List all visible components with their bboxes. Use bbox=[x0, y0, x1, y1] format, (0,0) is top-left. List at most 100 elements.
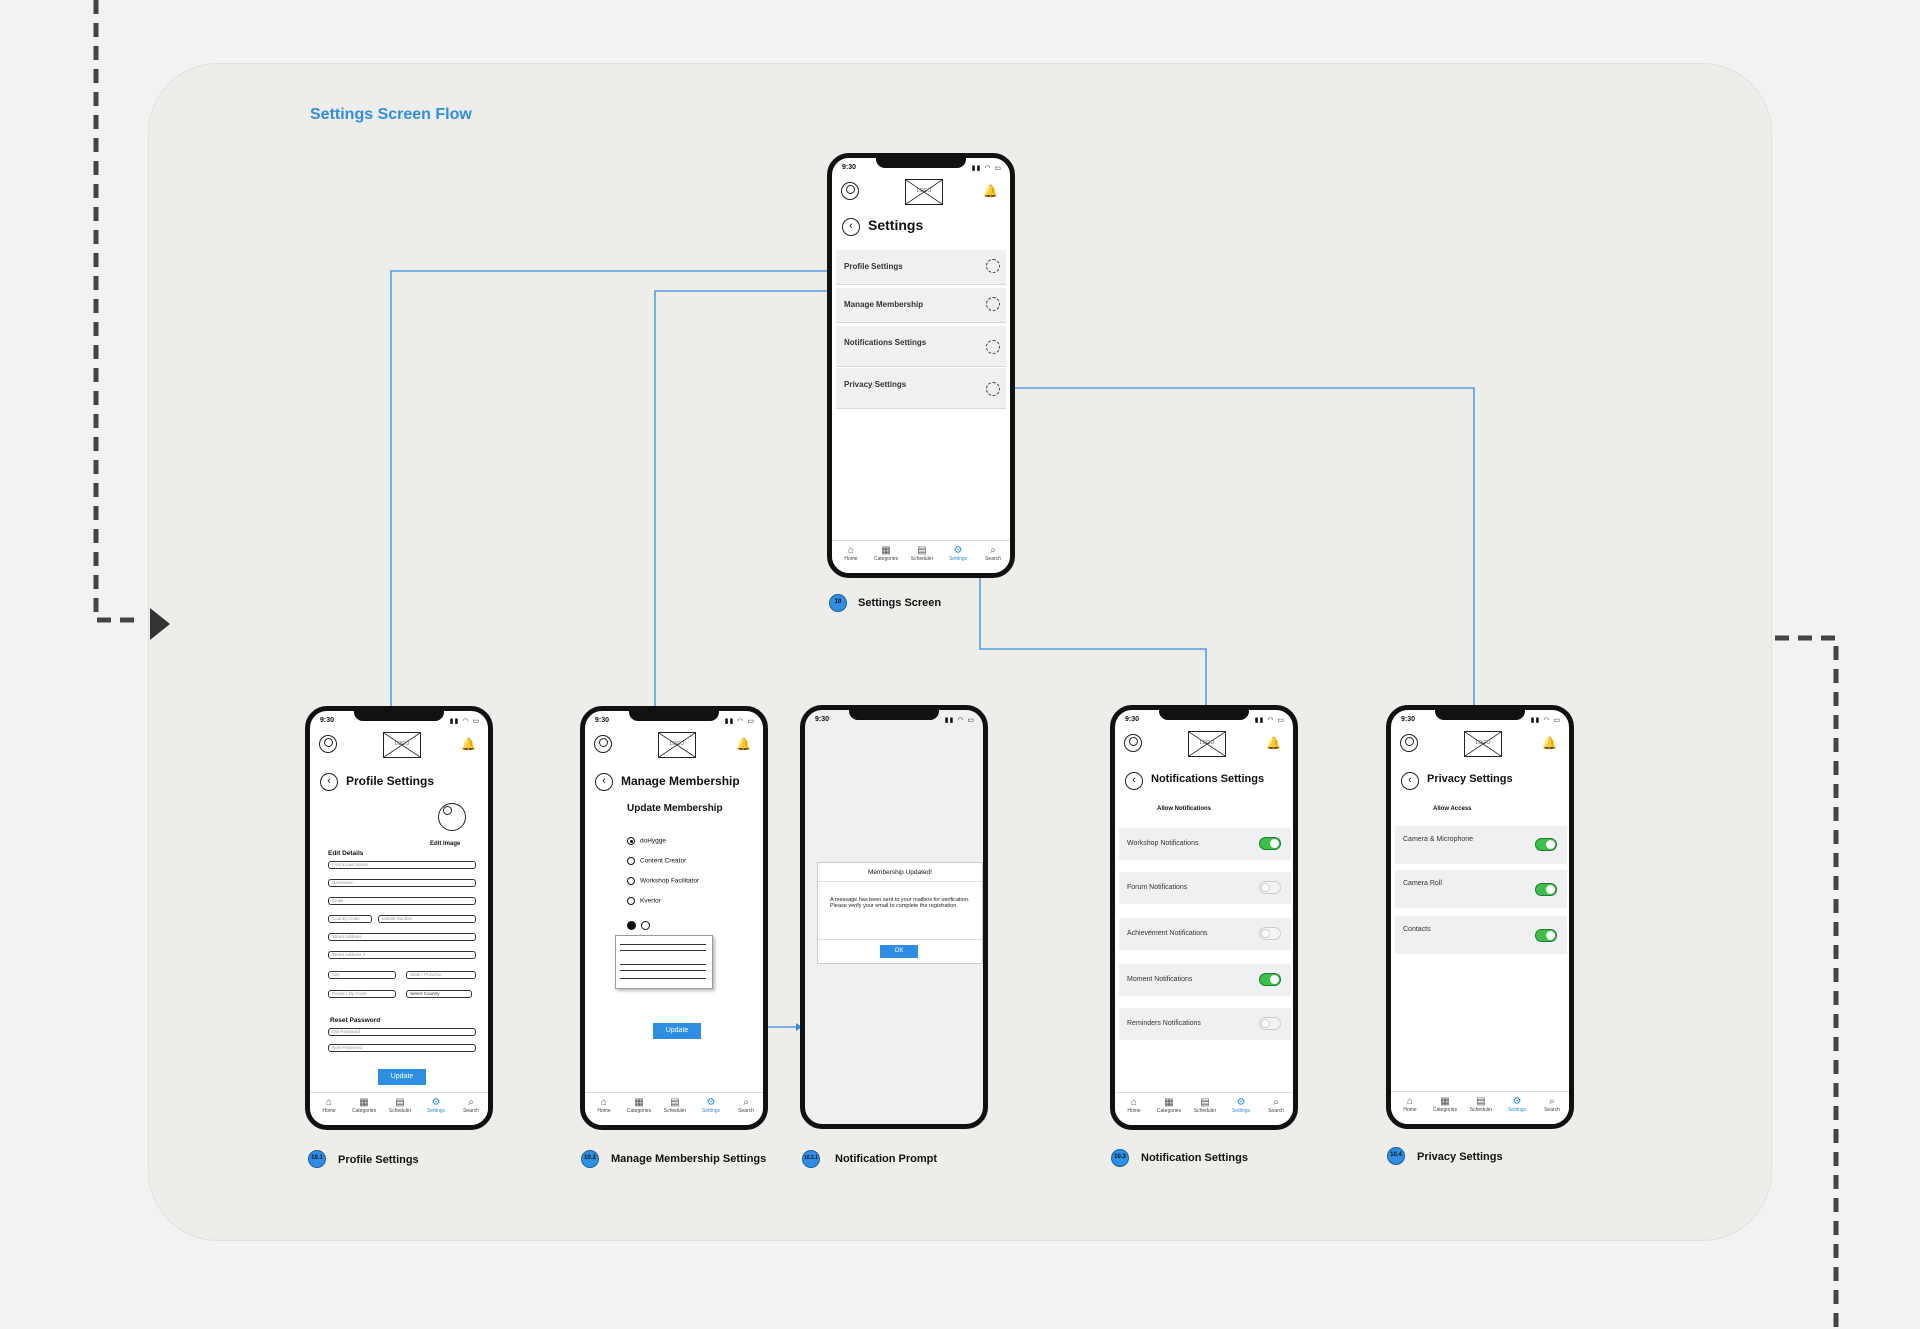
tab-search[interactable]: ⌕Search bbox=[1535, 1096, 1569, 1113]
tab-home[interactable]: ⌂Home bbox=[834, 545, 868, 562]
logo-text: LOGO bbox=[394, 741, 410, 747]
toggle-switch[interactable] bbox=[1259, 973, 1281, 986]
bell-icon[interactable]: 🔔 bbox=[461, 737, 476, 751]
logo-placeholder: LOGO bbox=[905, 179, 943, 205]
tab-scheduler[interactable]: ▤Scheduler bbox=[1464, 1096, 1498, 1113]
settings-row-privacy[interactable]: Privacy Settings bbox=[836, 368, 1006, 409]
back-icon[interactable]: ‹ bbox=[320, 773, 338, 791]
country-code-field[interactable]: Country Code bbox=[328, 915, 372, 923]
toggle-switch[interactable] bbox=[1535, 883, 1557, 896]
avatar-icon[interactable] bbox=[594, 735, 612, 753]
city-field[interactable]: City bbox=[328, 971, 396, 979]
toggle-row-camera-microphone: Camera & Microphone bbox=[1395, 826, 1567, 864]
tab-label: Search bbox=[463, 1108, 479, 1114]
dialog-divider bbox=[818, 881, 982, 882]
tooltip-line bbox=[620, 964, 706, 965]
bell-icon[interactable]: 🔔 bbox=[736, 737, 751, 751]
name-field[interactable]: First & Last Name bbox=[328, 861, 476, 869]
tab-search[interactable]: ⌕Search bbox=[1259, 1097, 1293, 1114]
tab-categories[interactable]: ▦Categories bbox=[347, 1097, 381, 1114]
status-time: 9:30 bbox=[595, 717, 610, 724]
email-field[interactable]: Email bbox=[328, 897, 476, 905]
old-password-field[interactable]: Old Password bbox=[328, 1028, 476, 1036]
toggle-switch[interactable] bbox=[1535, 929, 1557, 942]
tab-categories[interactable]: ▦Categories bbox=[1428, 1096, 1462, 1113]
tab-home[interactable]: ⌂Home bbox=[1393, 1096, 1427, 1113]
avatar-icon[interactable] bbox=[1400, 734, 1418, 752]
ok-button[interactable]: OK bbox=[880, 945, 918, 958]
placeholder: Street Address 2 bbox=[332, 952, 366, 957]
edit-details-label: Edit Details bbox=[328, 850, 364, 857]
country-select[interactable]: Select Country bbox=[406, 990, 472, 998]
tab-label: Search bbox=[1544, 1107, 1560, 1113]
settings-row-membership[interactable]: Manage Membership bbox=[836, 288, 1006, 323]
radio-option-2[interactable]: Workshop Facilitator bbox=[627, 877, 699, 885]
option-label: Content Creator bbox=[640, 857, 687, 865]
help-icon[interactable] bbox=[641, 921, 650, 930]
tab-categories[interactable]: ▦Categories bbox=[1152, 1097, 1186, 1114]
radio-option-0[interactable]: doHygge bbox=[627, 837, 666, 845]
tab-settings[interactable]: ⚙Settings bbox=[694, 1097, 728, 1114]
settings-row-notifications[interactable]: Notifications Settings bbox=[836, 326, 1006, 367]
toggle-switch[interactable] bbox=[1259, 927, 1281, 940]
screen-number-badge: 10.4 bbox=[1387, 1147, 1405, 1165]
tab-home[interactable]: ⌂Home bbox=[587, 1097, 621, 1114]
toggle-switch[interactable] bbox=[1259, 837, 1281, 850]
page-title: Notifications Settings bbox=[1151, 773, 1265, 785]
toggle-switch[interactable] bbox=[1259, 881, 1281, 894]
back-icon[interactable]: ‹ bbox=[842, 218, 860, 236]
screen-number-badge: 10.2.1 bbox=[802, 1150, 820, 1168]
avatar-icon[interactable] bbox=[1124, 734, 1142, 752]
tab-search[interactable]: ⌕Search bbox=[454, 1097, 488, 1114]
tab-categories[interactable]: ▦Categories bbox=[622, 1097, 656, 1114]
tab-scheduler[interactable]: ▤Scheduler bbox=[383, 1097, 417, 1114]
new-password-field[interactable]: New Password bbox=[328, 1044, 476, 1052]
radio-option-1[interactable]: Content Creator bbox=[627, 857, 686, 865]
state-field[interactable]: State / Province bbox=[406, 971, 476, 979]
home-icon: ⌂ bbox=[1130, 1097, 1138, 1108]
toggle-switch[interactable] bbox=[1535, 838, 1557, 851]
tab-scheduler[interactable]: ▤Scheduler bbox=[1188, 1097, 1222, 1114]
tab-scheduler[interactable]: ▤Scheduler bbox=[905, 545, 939, 562]
bell-icon[interactable]: 🔔 bbox=[1542, 736, 1557, 750]
street-address-field[interactable]: Street Address bbox=[328, 933, 476, 941]
tab-label: Scheduler bbox=[663, 1108, 687, 1114]
tab-settings[interactable]: ⚙Settings bbox=[1500, 1096, 1534, 1113]
toggle-switch[interactable] bbox=[1259, 1017, 1281, 1030]
gear-icon: ⚙ bbox=[706, 1097, 716, 1108]
tab-settings[interactable]: ⚙Settings bbox=[1224, 1097, 1258, 1114]
zip-field[interactable]: Postal / Zip Code bbox=[328, 990, 396, 998]
radio-option-3[interactable]: Kvertor bbox=[627, 897, 661, 905]
avatar-icon[interactable] bbox=[841, 182, 859, 200]
tab-scheduler[interactable]: ▤Scheduler bbox=[658, 1097, 692, 1114]
row-label: Reminders Notifications bbox=[1127, 1020, 1201, 1027]
placeholder: Postal / Zip Code bbox=[332, 991, 367, 996]
username-field[interactable]: Username bbox=[328, 879, 476, 887]
back-icon[interactable]: ‹ bbox=[1401, 772, 1419, 790]
street-address-2-field[interactable]: Street Address 2 bbox=[328, 951, 476, 959]
back-icon[interactable]: ‹ bbox=[1125, 772, 1143, 790]
update-button[interactable]: Update bbox=[653, 1023, 701, 1039]
bell-icon[interactable]: 🔔 bbox=[983, 184, 998, 198]
tab-home[interactable]: ⌂Home bbox=[1117, 1097, 1151, 1114]
tab-search[interactable]: ⌕Search bbox=[729, 1097, 763, 1114]
tab-label: Home bbox=[597, 1108, 611, 1114]
settings-row-profile[interactable]: Profile Settings bbox=[836, 250, 1006, 285]
update-button[interactable]: Update bbox=[378, 1069, 426, 1085]
tab-settings[interactable]: ⚙Settings bbox=[941, 545, 975, 562]
info-icon[interactable] bbox=[627, 921, 636, 930]
toggle-row-contacts: Contacts bbox=[1395, 916, 1567, 954]
tab-settings[interactable]: ⚙Settings bbox=[419, 1097, 453, 1114]
avatar-icon[interactable] bbox=[319, 735, 337, 753]
bell-icon[interactable]: 🔔 bbox=[1266, 736, 1281, 750]
mobile-field[interactable]: Mobile Number bbox=[378, 915, 476, 923]
back-icon[interactable]: ‹ bbox=[595, 773, 613, 791]
tab-categories[interactable]: ▦Categories bbox=[869, 545, 903, 562]
tab-home[interactable]: ⌂Home bbox=[312, 1097, 346, 1114]
status-icons: ▮▮ ◠ ▭ bbox=[944, 717, 975, 724]
tab-search[interactable]: ⌕Search bbox=[976, 545, 1010, 562]
row-label: Camera & Microphone bbox=[1403, 836, 1474, 843]
edit-image-link[interactable]: Edit Image bbox=[430, 841, 461, 847]
phone-privacy-settings: 9:30 ▮▮ ◠ ▭ LOGO 🔔 ‹ Privacy Settings Al… bbox=[1386, 705, 1574, 1129]
profile-image-icon[interactable] bbox=[438, 803, 466, 831]
